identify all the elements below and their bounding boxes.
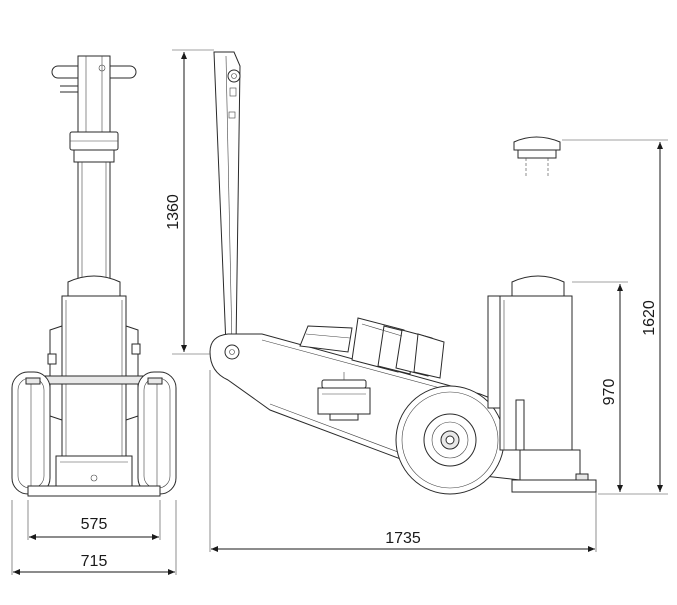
main-cylinder <box>487 275 597 493</box>
raised-saddle <box>513 136 561 176</box>
dimension-overall-length: 1735 <box>211 530 595 552</box>
dimension-ram-max: 1620 <box>562 139 668 495</box>
pump-cylinder <box>317 372 371 421</box>
rear-wheel <box>395 385 505 495</box>
dimension-ram-closed: 970 <box>572 281 628 495</box>
dimension-arm-height: 1360 <box>165 49 214 355</box>
dimension-label-1620: 1620 <box>641 300 658 336</box>
dimension-label-575: 575 <box>81 516 108 533</box>
dimension-front-inner: 575 <box>29 516 159 540</box>
side-view <box>209 51 597 552</box>
dimension-label-715: 715 <box>81 553 108 570</box>
adapter-blocks <box>299 317 445 379</box>
dimension-label-1360: 1360 <box>165 194 182 230</box>
dimension-front-overall: 715 <box>13 553 175 575</box>
dimension-label-970: 970 <box>601 379 618 406</box>
dimension-label-1735: 1735 <box>385 530 421 547</box>
front-view <box>11 55 177 575</box>
